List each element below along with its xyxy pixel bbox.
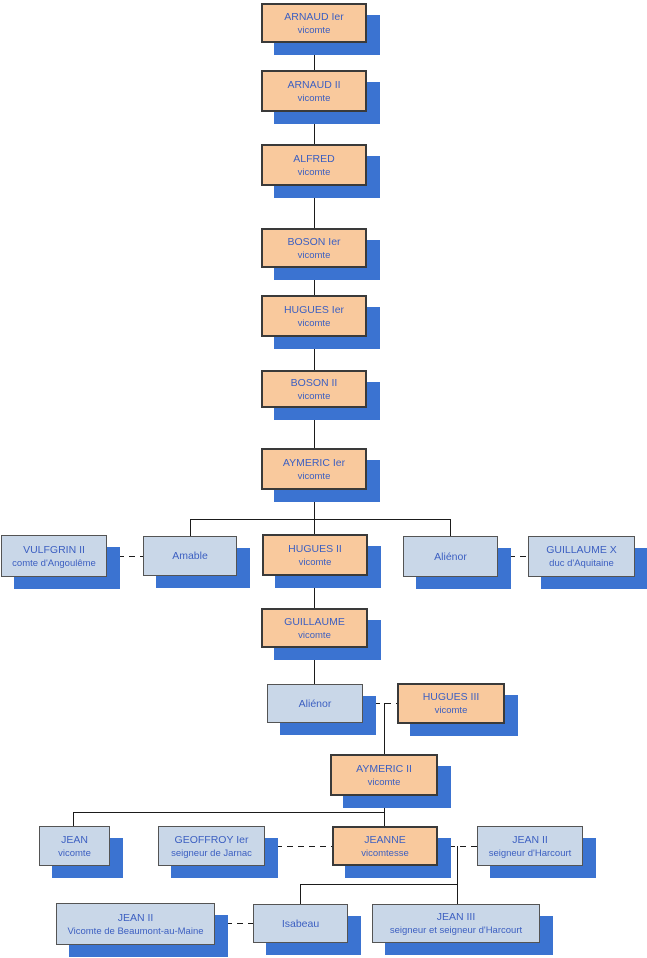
node-subtitle: vicomte <box>434 705 468 716</box>
node-subtitle: vicomtesse <box>361 847 409 859</box>
node-name: Aliénor <box>298 697 332 710</box>
node-hugues-ier[interactable]: HUGUES Ier vicomte <box>261 295 367 337</box>
node-subtitle: comte d'Angoulême <box>12 557 96 569</box>
node-jean-ii-beaumont[interactable]: JEAN II Vicomte de Beaumont-au-Maine <box>56 903 215 945</box>
node-subtitle: vicomte <box>297 24 331 36</box>
node-name: BOSON II <box>290 376 338 389</box>
node-amable[interactable]: Amable <box>143 536 237 576</box>
node-name: HUGUES II <box>288 542 342 555</box>
node-guillaume[interactable]: GUILLAUME vicomte <box>261 608 368 648</box>
node-subtitle: seigneur de Jarnac <box>171 847 252 859</box>
node-subtitle: vicomte <box>367 776 401 788</box>
node-name: Amable <box>172 550 208 562</box>
node-boson-ii[interactable]: BOSON II vicomte <box>261 370 367 408</box>
node-name: GEOFFROY Ier <box>174 833 249 846</box>
node-name: VULFGRIN II <box>23 543 85 556</box>
node-name: AYMERIC II <box>356 762 412 775</box>
node-jeanne[interactable]: JEANNE vicomtesse <box>332 826 438 866</box>
node-alienor[interactable]: Aliénor <box>403 536 498 577</box>
node-jean[interactable]: JEAN vicomte <box>39 826 110 866</box>
node-hugues-iii[interactable]: HUGUES III vicomte <box>397 683 505 724</box>
node-boson-ier[interactable]: BOSON Ier vicomte <box>261 228 367 268</box>
node-aymeric-ier[interactable]: AYMERIC Ier vicomte <box>261 448 367 490</box>
node-name: ALFRED <box>293 152 335 165</box>
node-name: HUGUES III <box>422 691 480 703</box>
node-subtitle: seigneur d'Harcourt <box>488 847 572 859</box>
node-name: AYMERIC Ier <box>282 456 346 469</box>
node-subtitle: Vicomte de Beaumont-au-Maine <box>67 925 204 937</box>
node-name: JEAN II <box>512 833 548 846</box>
node-arnaud-ier[interactable]: ARNAUD Ier vicomte <box>261 3 367 43</box>
node-subtitle: vicomte <box>297 92 331 104</box>
node-jean-iii[interactable]: JEAN III seigneur et seigneur d'Harcourt <box>372 904 540 943</box>
node-subtitle: duc d'Aquitaine <box>549 558 614 569</box>
node-subtitle: vicomte <box>297 390 331 402</box>
node-isabeau[interactable]: Isabeau <box>253 904 348 943</box>
node-vulfgrin-ii[interactable]: VULFGRIN II comte d'Angoulême <box>1 535 107 577</box>
node-name: ARNAUD Ier <box>284 10 344 23</box>
node-alfred[interactable]: ALFRED vicomte <box>261 144 367 186</box>
node-name: Aliénor <box>434 550 467 563</box>
node-subtitle: vicomte <box>297 470 331 482</box>
node-geoffroy-ier[interactable]: GEOFFROY Ier seigneur de Jarnac <box>158 826 265 866</box>
node-name: JEAN III <box>436 911 476 923</box>
node-guillaume-x[interactable]: GUILLAUME X duc d'Aquitaine <box>528 536 635 577</box>
node-name: HUGUES Ier <box>283 303 345 316</box>
node-jean-ii-harcourt[interactable]: JEAN II seigneur d'Harcourt <box>477 826 583 866</box>
node-subtitle: vicomte <box>297 317 331 329</box>
node-name: BOSON Ier <box>287 235 341 248</box>
node-name: ARNAUD II <box>287 78 341 91</box>
node-subtitle: seigneur et seigneur d'Harcourt <box>389 925 523 936</box>
node-name: JEAN II <box>117 911 154 924</box>
node-name: GUILLAUME X <box>546 544 617 556</box>
node-subtitle: vicomte <box>298 629 331 641</box>
node-name: JEAN <box>61 833 88 846</box>
node-arnaud-ii[interactable]: ARNAUD II vicomte <box>261 70 367 112</box>
node-alienor-2[interactable]: Aliénor <box>267 684 363 723</box>
node-name: Isabeau <box>281 917 320 930</box>
node-aymeric-ii[interactable]: AYMERIC II vicomte <box>330 754 438 796</box>
node-subtitle: vicomte <box>297 166 331 178</box>
node-name: GUILLAUME <box>284 615 345 628</box>
node-hugues-ii[interactable]: HUGUES II vicomte <box>262 534 368 576</box>
node-subtitle: vicomte <box>298 556 332 568</box>
node-subtitle: vicomte <box>297 249 331 261</box>
node-name: JEANNE <box>364 833 406 846</box>
node-subtitle: vicomte <box>58 847 91 859</box>
